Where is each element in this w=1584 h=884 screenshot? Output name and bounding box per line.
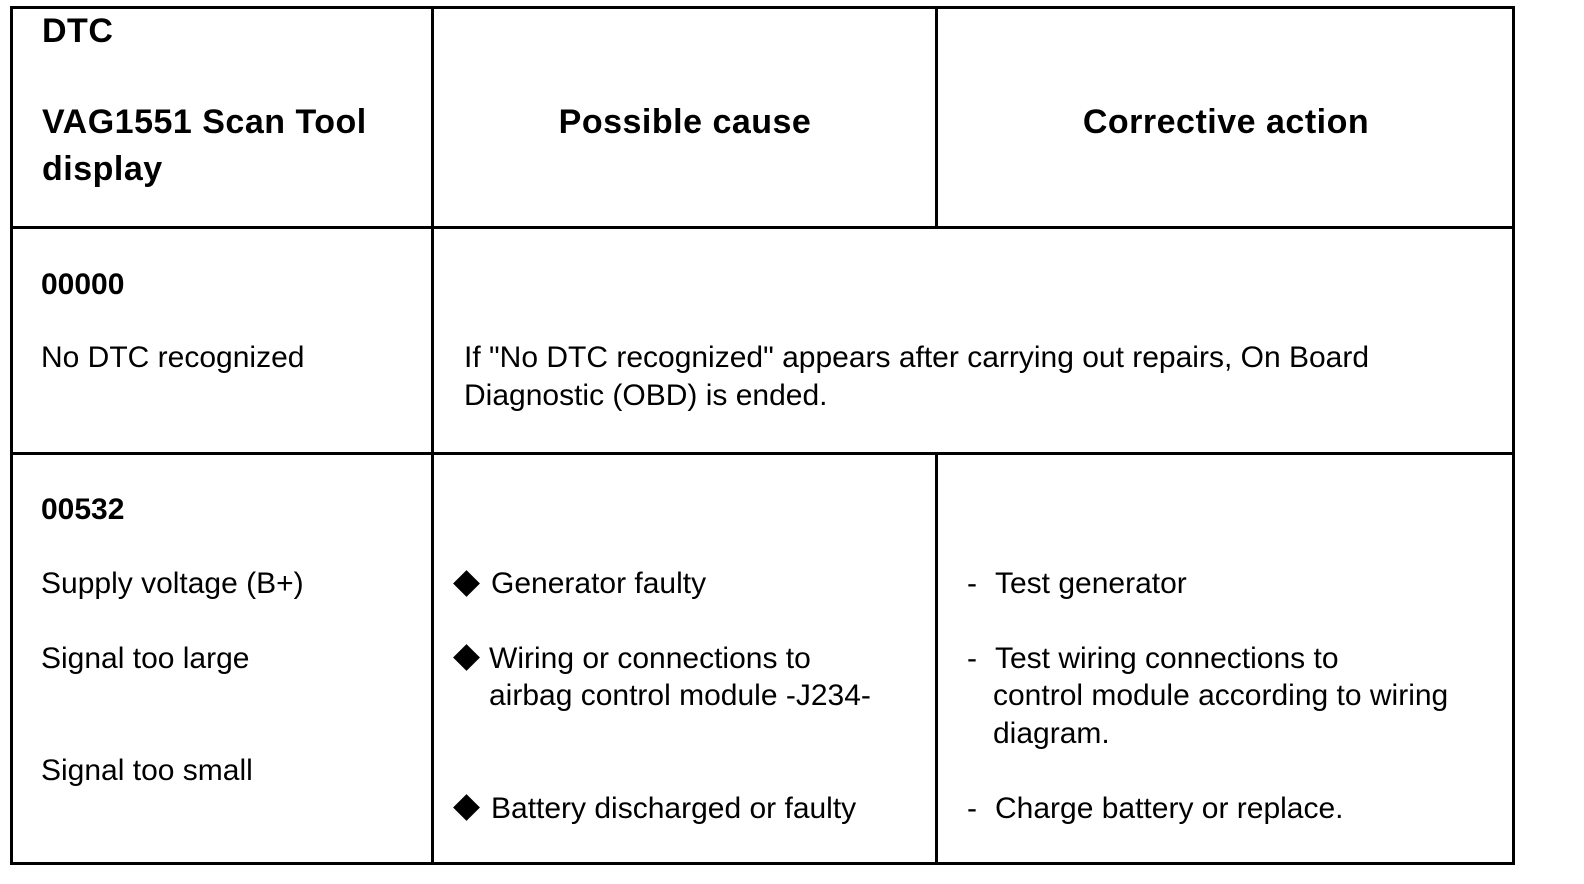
action-test-wiring-line2: control module according to wiring	[993, 679, 1449, 712]
cause-battery-faulty: Battery discharged or faulty	[491, 792, 857, 825]
action-test-wiring-line3: diagram.	[993, 717, 1110, 750]
dtc-code-00532: 00532	[41, 493, 125, 526]
dtc-text-signal-too-large: Signal too large	[41, 642, 250, 675]
action-charge-battery: Charge battery or replace.	[995, 792, 1344, 825]
header-possible-cause: Possible cause	[558, 103, 812, 141]
action-test-generator: Test generator	[995, 567, 1187, 600]
row-divider-2	[10, 452, 1515, 455]
header-display: display	[42, 150, 163, 188]
dtc-table	[10, 6, 1515, 865]
dtc-note-line2: Diagnostic (OBD) is ended.	[464, 379, 828, 412]
action-dash: -	[967, 567, 977, 600]
cause-wiring-line2: airbag control module -J234-	[489, 679, 871, 712]
dtc-code-00000: 00000	[41, 268, 125, 301]
dtc-text-supply-voltage: Supply voltage (B+)	[41, 567, 304, 600]
row-divider-1	[10, 226, 1515, 229]
dtc-text-no-dtc: No DTC recognized	[41, 341, 305, 374]
column-divider-2-row2	[935, 452, 938, 865]
table-border-left	[10, 6, 13, 865]
table-border-top	[10, 6, 1515, 9]
action-test-wiring-line1: Test wiring connections to	[995, 642, 1339, 675]
table-border-bottom	[10, 862, 1515, 865]
dtc-note-line1: If "No DTC recognized" appears after car…	[464, 341, 1370, 374]
header-scan-tool: VAG1551 Scan Tool	[42, 103, 367, 141]
table-border-right	[1512, 6, 1515, 865]
cause-wiring-line1: Wiring or connections to	[489, 642, 811, 675]
action-dash: -	[967, 642, 977, 675]
cause-generator-faulty: Generator faulty	[491, 567, 707, 600]
dtc-text-signal-too-small: Signal too small	[41, 754, 253, 787]
column-divider-2-header	[935, 6, 938, 228]
header-dtc: DTC	[42, 12, 114, 50]
action-dash: -	[967, 792, 977, 825]
header-corrective-action: Corrective action	[1082, 103, 1370, 141]
column-divider-1	[431, 6, 434, 865]
